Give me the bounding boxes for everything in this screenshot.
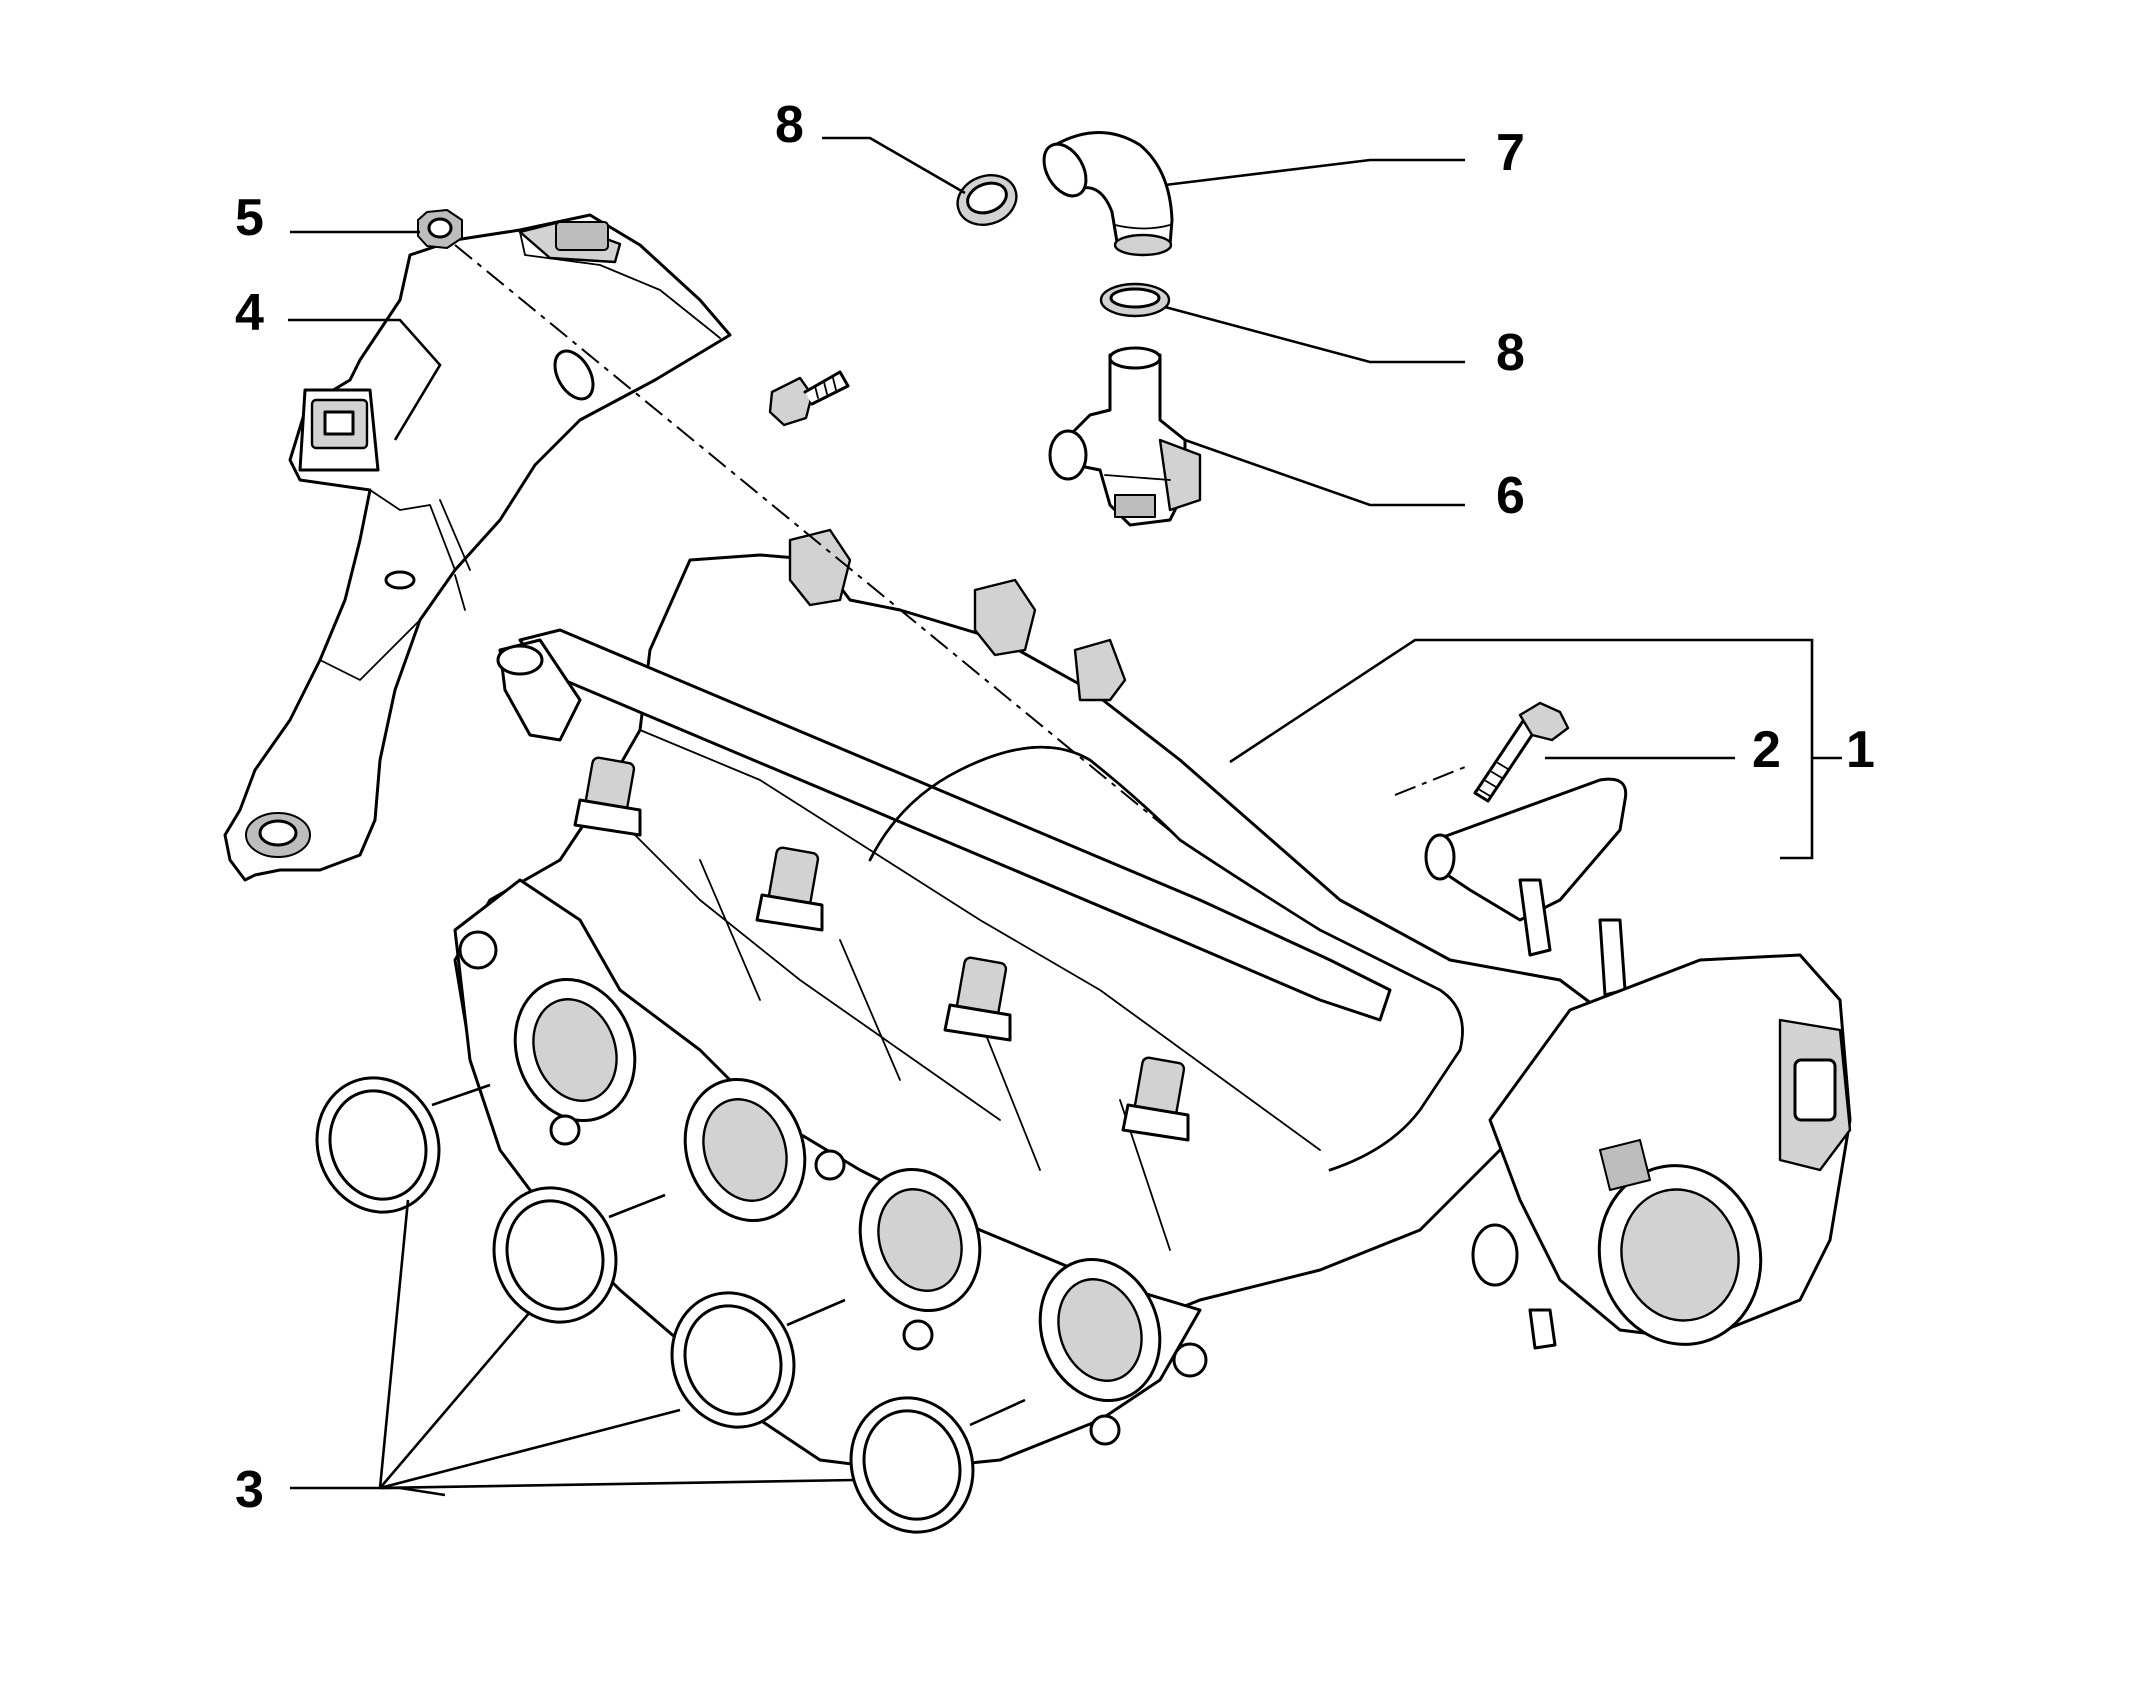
valve-fitting	[1048, 346, 1202, 527]
fuel-injectors	[573, 756, 1190, 1142]
callout-6: 6	[1496, 467, 1525, 525]
elbow-hose	[1042, 131, 1174, 257]
callout-2: 2	[1752, 721, 1781, 779]
assembly-lines	[431, 244, 1471, 1427]
nut	[417, 209, 463, 249]
callout-1: 1	[1846, 721, 1875, 779]
callout-7: 7	[1496, 124, 1525, 182]
leader-lines	[288, 136, 1842, 1497]
port-seal-ring	[849, 1396, 975, 1534]
port-seal-ring	[315, 1076, 441, 1214]
callout-8-upper: 8	[775, 96, 804, 154]
port-seal-ring	[492, 1186, 618, 1324]
callout-5: 5	[235, 189, 264, 247]
port-seal-ring	[670, 1291, 796, 1429]
small-bolt	[768, 370, 850, 427]
callout-8-lower: 8	[1496, 324, 1525, 382]
heat-shield-bracket	[223, 213, 732, 882]
flange-bolt-holes	[458, 930, 1208, 1446]
top-sensors	[788, 528, 1127, 702]
long-bolt	[1473, 701, 1570, 803]
port-seal-rings	[315, 1076, 975, 1534]
port-openings	[513, 977, 1162, 1403]
hose-clamp-upper	[956, 174, 1018, 226]
throttle-body	[1471, 953, 1852, 1350]
callout-labels: 1 2 3 4 5 6 7 8 8	[235, 96, 1875, 1519]
coolant-pipe	[1424, 777, 1628, 997]
callout-3: 3	[235, 1461, 264, 1519]
fuel-rail	[496, 628, 1392, 1022]
intake-manifold-assembly	[453, 528, 1852, 1472]
hose-clamp-lower	[1099, 282, 1171, 318]
callout-4: 4	[235, 284, 264, 342]
